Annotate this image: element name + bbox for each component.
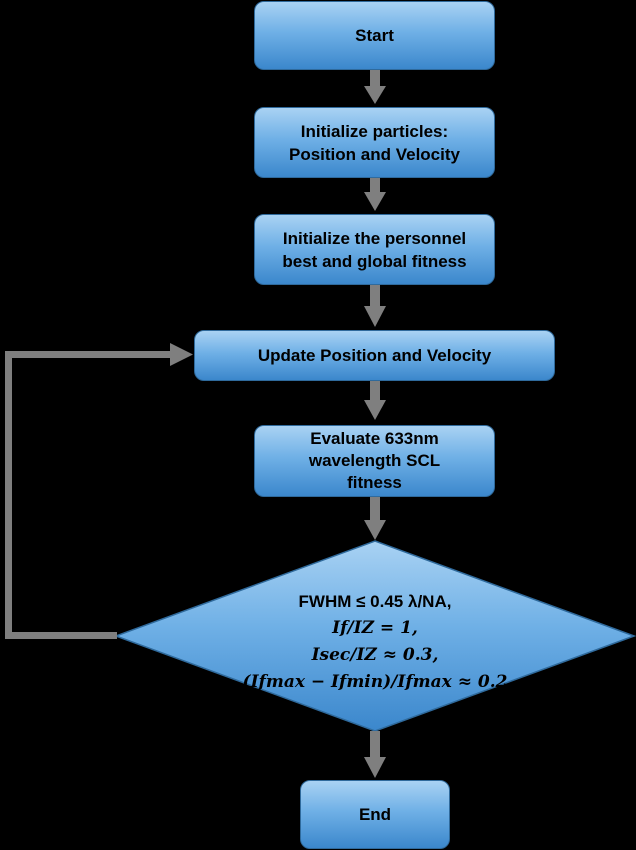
init-fitness-node: Initialize the personnel best and global… [254,214,495,285]
arrow-start-to-init [364,70,386,104]
init-fitness-line-2: best and global fitness [282,251,467,271]
end-label: End [358,805,392,824]
decision-line-4: (Ifmax − Ifmin)/Ifmax ≈ 0.2 [242,672,508,692]
init-fitness-line-1: Initialize the personnel [282,228,467,248]
arrow-loop-back [5,343,193,639]
arrow-update-to-evaluate [364,381,386,420]
init-particles-line-1: Initialize particles: [300,121,449,141]
end-node: End [300,780,450,849]
arrow-decision-to-end [364,731,386,778]
init-particles-line-2: Position and Velocity [289,144,460,164]
decision-line-2: If/IZ = 1, [332,618,418,638]
evaluate-line-3: fitness [347,473,402,492]
evaluate-line-2: wavelength SCL [308,451,441,470]
decision-line-1: FWHM ≤ 0.45 λ/NA, [298,592,452,611]
update-node: Update Position and Velocity [194,330,555,381]
decision-text: FWHM ≤ 0.45 λ/NA, If/IZ = 1, Isec/IZ ≈ 0… [200,588,550,696]
init-particles-node: Initialize particles: Position and Veloc… [254,107,495,178]
start-label: Start [355,26,394,45]
evaluate-node: Evaluate 633nm wavelength SCL fitness [254,425,495,497]
arrow-init-to-fitness [364,178,386,211]
arrow-evaluate-to-decision [364,497,386,540]
arrow-fitness-to-update [364,285,386,327]
update-label: Update Position and Velocity [257,346,492,365]
start-node: Start [254,1,495,70]
evaluate-line-1: Evaluate 633nm [310,429,439,448]
decision-line-3: Isec/IZ ≈ 0.3, [311,645,439,665]
